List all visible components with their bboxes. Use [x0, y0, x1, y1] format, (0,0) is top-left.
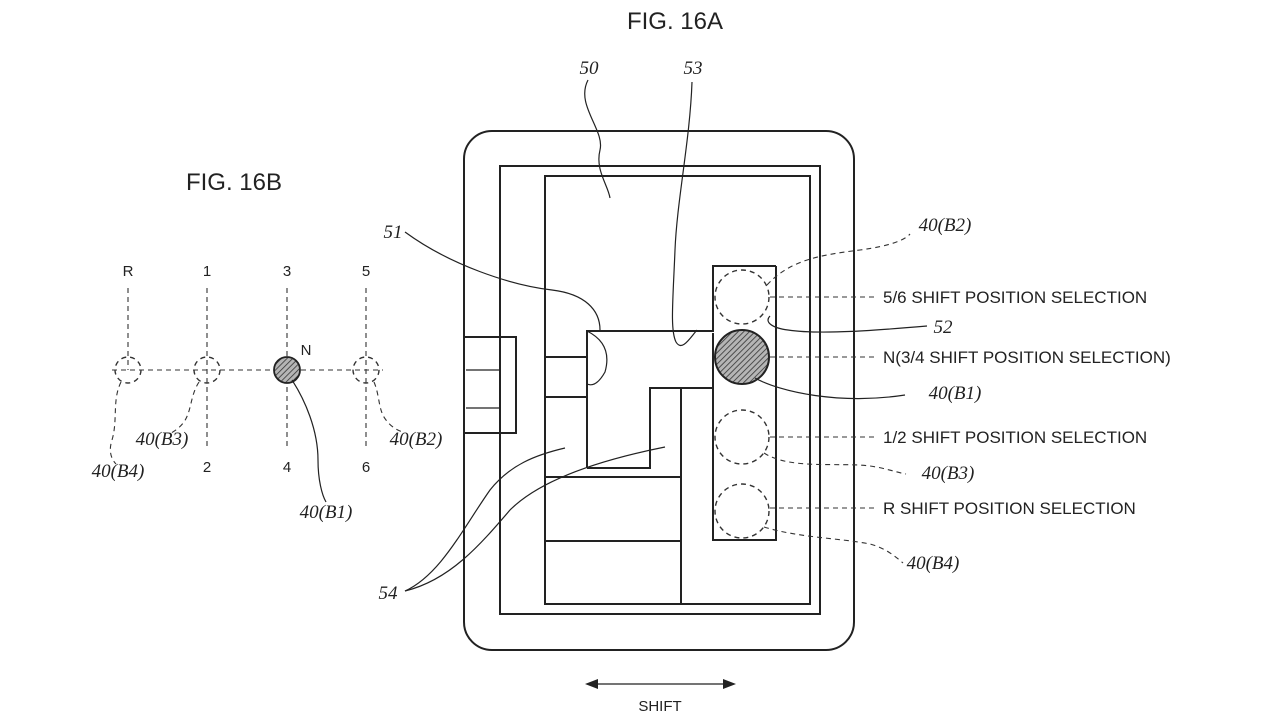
leader-b4-a	[763, 526, 904, 564]
inner-frame	[499, 165, 821, 615]
gate-label-4: 4	[283, 459, 291, 476]
gate-label-1: 1	[203, 263, 211, 280]
ball-b2	[714, 269, 770, 325]
fig-16a-title: FIG. 16A	[627, 8, 723, 35]
shift-direction-arrow	[585, 679, 736, 689]
ref-b3-b: 40(B3)	[136, 429, 189, 450]
ref-54: 54	[379, 583, 399, 604]
leader-b2-a	[766, 233, 911, 286]
leader-b4-b	[109, 381, 122, 465]
side-tab	[465, 336, 517, 434]
leader-50	[584, 79, 611, 199]
ref-53: 53	[684, 58, 703, 79]
neutral-label: N	[301, 342, 312, 359]
outer-housing	[463, 130, 855, 651]
gate-ball-b1	[273, 356, 301, 384]
ref-b3-a: 40(B3)	[922, 463, 975, 484]
ref-51: 51	[384, 222, 403, 243]
ref-52: 52	[934, 317, 954, 338]
caption-r-selection: R SHIFT POSITION SELECTION	[883, 499, 1136, 518]
ref-b4-b: 40(B4)	[92, 461, 145, 482]
figure-16b: FIG. 16B R 1 3 5 2 4 6 N 40(B4) 40(B3) 4…	[92, 169, 443, 523]
guide-slot-inner	[587, 333, 714, 469]
gate-ball-b2	[352, 356, 380, 384]
caption-n-selection: N(3/4 SHIFT POSITION SELECTION)	[883, 348, 1171, 367]
shift-label: SHIFT	[638, 698, 681, 715]
ref-b1-b: 40(B1)	[300, 502, 353, 523]
leader-b1-b	[291, 379, 327, 503]
gate-label-2: 2	[203, 459, 211, 476]
gate-label-r: R	[123, 263, 134, 280]
fig-16b-title: FIG. 16B	[186, 169, 282, 196]
ball-b1	[714, 329, 770, 385]
ref-b2-b: 40(B2)	[390, 429, 443, 450]
gate-label-5: 5	[362, 263, 370, 280]
caption-56-selection: 5/6 SHIFT POSITION SELECTION	[883, 288, 1147, 307]
shift-arrow-head-left	[585, 679, 598, 689]
ref-b4-a: 40(B4)	[907, 553, 960, 574]
gate-ball-b4	[114, 356, 142, 384]
selection-track	[712, 266, 777, 541]
caption-12-selection: 1/2 SHIFT POSITION SELECTION	[883, 428, 1147, 447]
leader-52	[767, 315, 928, 333]
ball-b4	[714, 483, 770, 539]
leader-53	[671, 81, 698, 347]
shift-plate-50	[544, 175, 811, 605]
leader-b3-b	[169, 381, 200, 435]
leader-b1-a	[754, 377, 906, 400]
leader-b2-b	[373, 381, 403, 433]
ref-b1-a: 40(B1)	[929, 383, 982, 404]
guide-slot-51	[586, 265, 776, 468]
gate-label-3: 3	[283, 263, 291, 280]
gate-ball-b3	[193, 356, 221, 384]
ball-b3	[714, 409, 770, 465]
ref-50: 50	[580, 58, 600, 79]
leader-b3-a	[763, 452, 907, 475]
figure-16a: FIG. 16A 5/6 SHIFT POSITION SELECTION	[379, 8, 1171, 715]
bulge-left	[586, 330, 608, 386]
gate-label-6: 6	[362, 459, 370, 476]
leader-54-b	[404, 446, 666, 592]
ref-b2-a: 40(B2)	[919, 215, 972, 236]
leader-51	[404, 231, 601, 331]
leader-54-a	[404, 447, 566, 592]
shift-arrow-head-right	[723, 679, 736, 689]
